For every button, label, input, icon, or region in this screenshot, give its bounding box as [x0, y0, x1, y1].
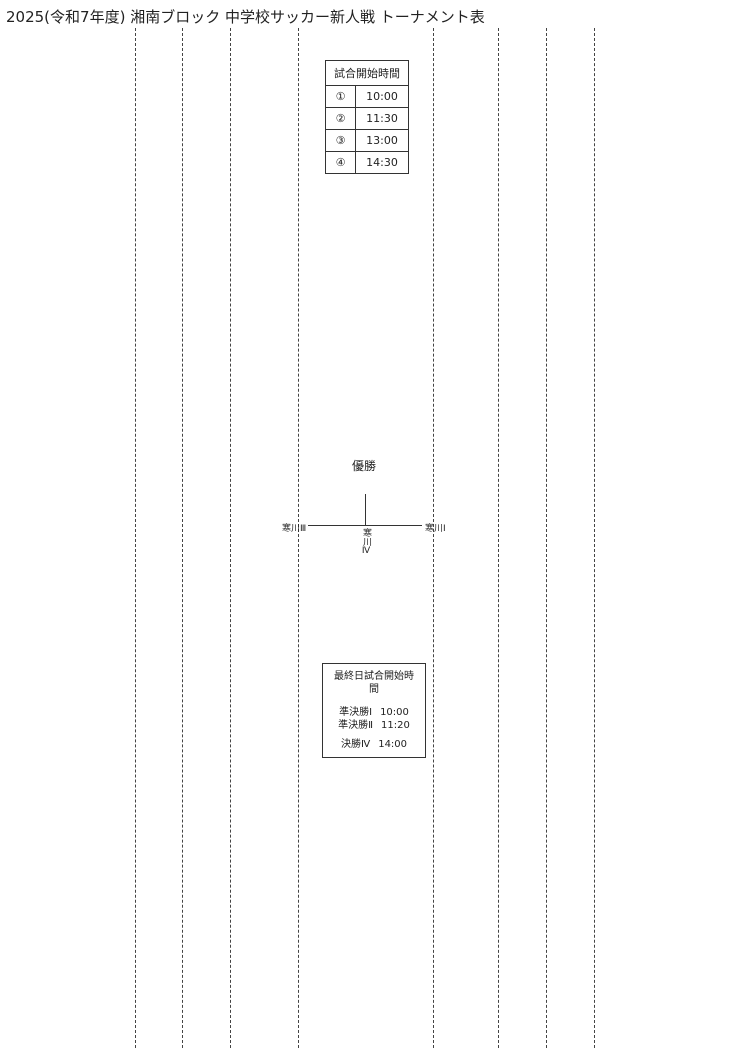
tournament-title: 2025(令和7年度) 湘南ブロック 中学校サッカー新人戦 トーナメント表: [6, 8, 485, 26]
slot-label: ③: [326, 129, 357, 152]
final-day-round: 決勝Ⅳ: [340, 739, 371, 750]
final-day-time: 14:00: [378, 739, 408, 750]
round-divider: [433, 28, 434, 1048]
round-divider: [546, 28, 547, 1048]
final-venue-right: 寒川Ⅰ: [425, 524, 446, 534]
final-day-time: 10:00: [380, 707, 409, 718]
slot-time: 10:00: [355, 85, 408, 108]
slot-label: ④: [326, 151, 357, 173]
final-day-round: 準決勝Ⅰ: [339, 707, 373, 718]
slot-time: 13:00: [355, 129, 408, 152]
final-day-row: 決勝Ⅳ 14:00: [331, 738, 417, 751]
round-divider: [298, 28, 299, 1048]
round-divider: [594, 28, 595, 1048]
final-day-row: 準決勝Ⅰ 10:00: [331, 706, 417, 719]
champion-label: 優勝: [352, 459, 377, 473]
final-line-right: [366, 525, 422, 526]
kickoff-times-table: 試合開始時間 ① 10:00 ② 11:30 ③ 13:00 ④ 14:30: [325, 60, 409, 174]
final-day-time: 11:20: [381, 720, 410, 731]
final-day-times-box: 最終日試合開始時間 準決勝Ⅰ 10:00 準決勝Ⅱ 11:20 決勝Ⅳ 14:0…: [322, 663, 426, 758]
slot-time: 14:30: [355, 151, 408, 173]
champion-connector: [365, 494, 366, 526]
final-day-row: 準決勝Ⅱ 11:20: [331, 719, 417, 732]
slot-time: 11:30: [355, 107, 408, 130]
slot-label: ①: [326, 85, 357, 108]
final-venue-center: 寒川Ⅳ: [361, 528, 371, 556]
final-venue-left: 寒川Ⅲ: [282, 524, 307, 534]
final-line-left: [308, 525, 365, 526]
round-divider: [182, 28, 183, 1048]
final-day-times-heading: 最終日試合開始時間: [334, 671, 414, 695]
final-day-round: 準決勝Ⅱ: [338, 720, 374, 731]
round-divider: [135, 28, 136, 1048]
kickoff-times-heading: 試合開始時間: [326, 61, 408, 86]
round-divider: [498, 28, 499, 1048]
slot-label: ②: [326, 107, 357, 130]
round-divider: [230, 28, 231, 1048]
